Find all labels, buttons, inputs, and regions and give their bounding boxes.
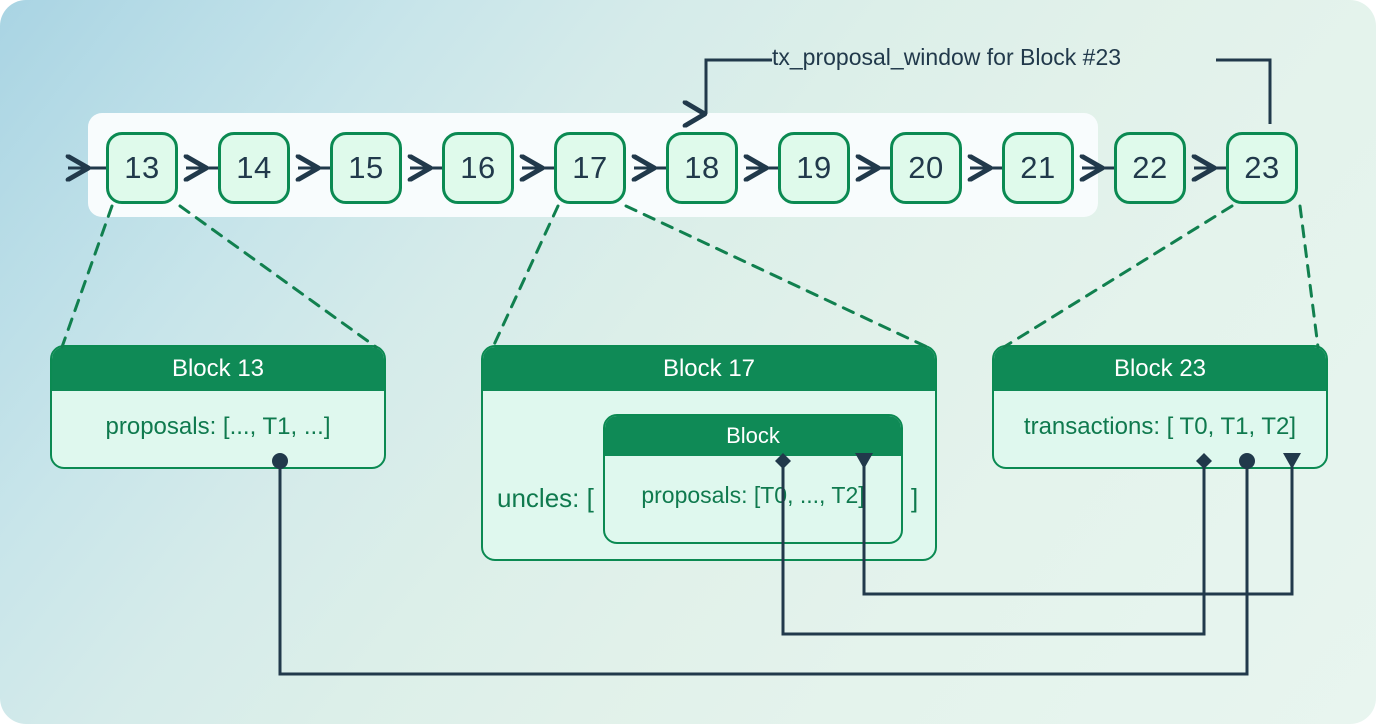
card-block-17-header: Block 17 [483, 347, 935, 392]
chain-block-13[interactable]: 13 [106, 132, 178, 204]
chain-block-21[interactable]: 21 [1002, 132, 1074, 204]
chain-block-18[interactable]: 18 [666, 132, 738, 204]
card-nested-block-proposals: proposals: [T0, ..., T2] [641, 481, 865, 508]
card-block-13-proposals: proposals: [..., T1, ...] [105, 413, 331, 441]
card-nested-block[interactable]: Block proposals: [T0, ..., T2] [603, 414, 903, 544]
chain-block-23[interactable]: 23 [1226, 132, 1298, 204]
uncles-open-bracket: uncles: [ [497, 483, 594, 513]
card-block-13-header: Block 13 [52, 347, 384, 392]
card-nested-block-header: Block [605, 416, 901, 457]
chain-block-17[interactable]: 17 [554, 132, 626, 204]
chain-block-22[interactable]: 22 [1114, 132, 1186, 204]
card-block-23-header: Block 23 [994, 347, 1326, 392]
window-label: tx_proposal_window for Block #23 [772, 44, 1122, 70]
card-block-23[interactable]: Block 23 transactions: [ T0, T1, T2] [992, 345, 1328, 469]
card-block-23-transactions: transactions: [ T0, T1, T2] [1023, 413, 1297, 441]
chain-block-16[interactable]: 16 [442, 132, 514, 204]
chain-block-15[interactable]: 15 [330, 132, 402, 204]
card-block-13[interactable]: Block 13 proposals: [..., T1, ...] [50, 345, 386, 469]
uncles-close-bracket: ] [911, 483, 919, 513]
chain-block-19[interactable]: 19 [778, 132, 850, 204]
chain-block-14[interactable]: 14 [218, 132, 290, 204]
chain-block-20[interactable]: 20 [890, 132, 962, 204]
